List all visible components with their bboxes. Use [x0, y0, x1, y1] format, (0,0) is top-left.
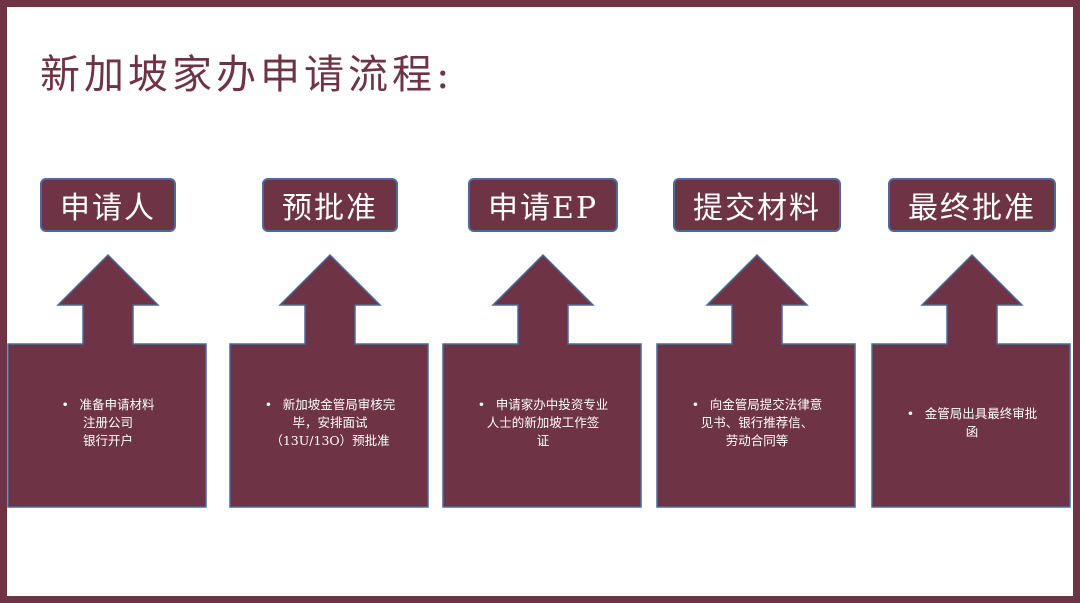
up-arrow-shape: [442, 253, 642, 508]
description-line: • 准备申请材料: [20, 396, 196, 414]
description-line: 函: [884, 423, 1060, 441]
bullet-icon: •: [61, 397, 69, 412]
line-text: 毕，安排面试: [292, 415, 368, 430]
up-arrow-shape: [229, 253, 429, 508]
up-arrow-shape: [656, 253, 856, 508]
line-text: 劳动合同等: [725, 433, 789, 448]
step-description: • 新加坡金管局审核完毕，安排面试 （13U/13O）预批准: [242, 396, 418, 450]
step-label: 申请EP: [467, 178, 619, 232]
up-arrow-callout: [656, 253, 856, 508]
process-step: 申请人 • 准备申请材料注册公司银行开户: [7, 0, 208, 603]
line-text: 证: [536, 433, 550, 448]
step-description: • 申请家办中投资专业人士的新加坡工作签证: [455, 396, 631, 450]
step-label: 提交材料: [673, 178, 841, 232]
process-step: 预批准 • 新加坡金管局审核完毕，安排面试 （13U/13O）预批准: [229, 0, 430, 603]
description-line: 劳动合同等: [669, 432, 845, 450]
line-text: 函: [965, 424, 979, 439]
line-text: 人士的新加坡工作签: [486, 415, 600, 430]
bullet-icon: •: [477, 397, 486, 412]
up-arrow-callout: [7, 253, 207, 508]
description-line: • 新加坡金管局审核完: [242, 396, 418, 414]
line-text: （13U/13O）预批准: [270, 433, 390, 448]
step-description: • 准备申请材料注册公司银行开户: [20, 396, 196, 450]
description-line: • 金管局出具最终审批: [884, 405, 1060, 423]
line-text: 见书、银行推荐信、: [700, 415, 814, 430]
description-line: 证: [455, 432, 631, 450]
up-arrow-shape: [7, 253, 207, 508]
up-arrow-callout: [229, 253, 429, 508]
description-line: • 申请家办中投资专业: [455, 396, 631, 414]
step-label: 预批准: [262, 178, 398, 232]
process-step: 提交材料 • 向金管局提交法律意见书、银行推荐信、劳动合同等: [656, 0, 857, 603]
process-step: 最终批准 • 金管局出具最终审批函: [871, 0, 1072, 603]
description-line: • 向金管局提交法律意: [669, 396, 845, 414]
line-text: 金管局出具最终审批: [924, 406, 1038, 421]
step-label: 最终批准: [888, 178, 1056, 232]
step-description: • 向金管局提交法律意见书、银行推荐信、劳动合同等: [669, 396, 845, 450]
up-arrow-shape: [871, 253, 1071, 508]
bullet-icon: •: [691, 397, 700, 412]
up-arrow-callout: [871, 253, 1071, 508]
description-line: 见书、银行推荐信、: [669, 414, 845, 432]
description-line: 注册公司: [20, 414, 196, 432]
step-label: 申请人: [40, 178, 176, 232]
line-text: 向金管局提交法律意: [709, 397, 823, 412]
bullet-icon: •: [906, 406, 915, 421]
description-line: 毕，安排面试: [242, 414, 418, 432]
up-arrow-callout: [442, 253, 642, 508]
description-line: （13U/13O）预批准: [242, 432, 418, 450]
line-text: 申请家办中投资专业: [495, 397, 609, 412]
process-step: 申请EP • 申请家办中投资专业人士的新加坡工作签证: [442, 0, 643, 603]
description-line: 银行开户: [20, 432, 196, 450]
line-text: 注册公司: [82, 415, 133, 430]
step-description: • 金管局出具最终审批函: [884, 405, 1060, 441]
bullet-icon: •: [264, 397, 273, 412]
slide-title: 新加坡家办申请流程:: [40, 52, 454, 98]
line-text: 准备申请材料: [79, 397, 155, 412]
line-text: 银行开户: [82, 433, 133, 448]
line-text: 新加坡金管局审核完: [282, 397, 396, 412]
description-line: 人士的新加坡工作签: [455, 414, 631, 432]
